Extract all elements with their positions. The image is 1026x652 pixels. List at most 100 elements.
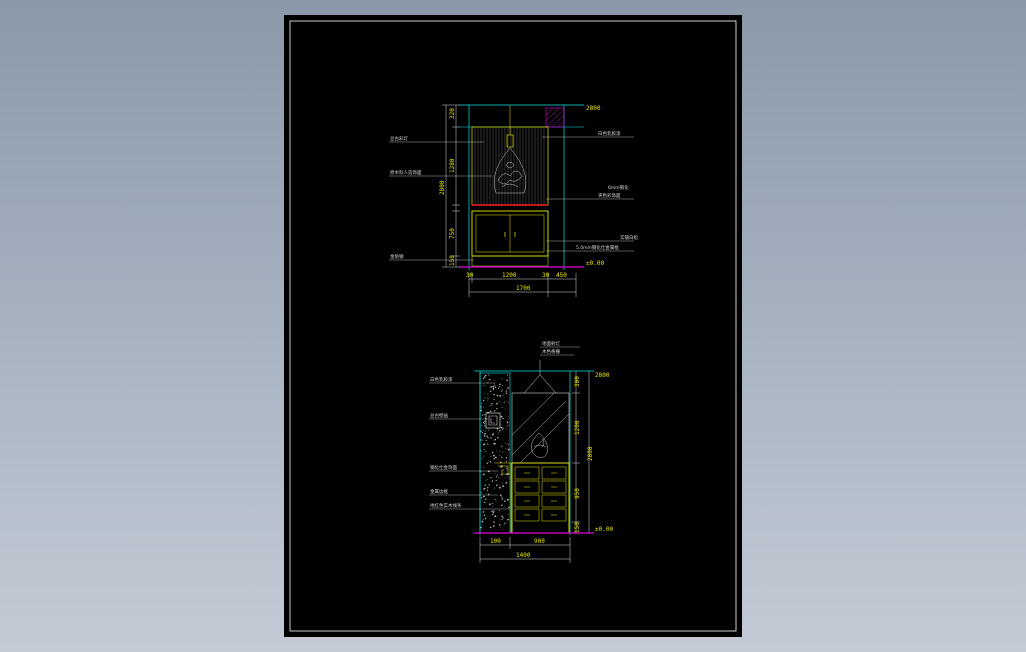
stone-speckle — [499, 484, 501, 486]
stone-speckle — [482, 422, 485, 424]
dim-top-150: 150 — [449, 255, 456, 266]
label-top-paint: 白色乳胶漆 — [598, 130, 621, 137]
stone-speckle — [493, 393, 495, 396]
stone-speckle — [483, 510, 485, 512]
stone-speckle — [486, 435, 488, 437]
stone-speckle — [483, 451, 484, 453]
stone-speckle — [499, 519, 501, 521]
stone-speckle — [505, 460, 507, 463]
stone-speckle — [493, 521, 495, 523]
label-bottom-spot: 地面射灯 — [542, 340, 560, 347]
elevation-top — [389, 104, 634, 297]
drawer — [514, 466, 540, 480]
stone-speckle — [494, 386, 496, 388]
stone-speckle — [508, 415, 509, 417]
label-top-frame: 5.0mm钢化仕金属框 — [576, 244, 619, 251]
stone-speckle — [497, 458, 499, 460]
stone-speckle — [487, 400, 489, 402]
stone-speckle — [499, 429, 501, 432]
stone-speckle — [496, 407, 498, 410]
elevation-bottom — [429, 346, 594, 563]
stone-speckle — [503, 506, 505, 507]
stone-speckle — [484, 484, 487, 487]
stone-speckle — [491, 434, 494, 436]
stone-speckle — [480, 471, 482, 473]
level-top-zero: ±0.00 — [586, 260, 604, 267]
stone-speckle — [482, 495, 485, 498]
stone-speckle — [484, 501, 486, 504]
stone-speckle — [482, 377, 484, 379]
stone-speckle — [483, 414, 485, 416]
drawer — [541, 494, 567, 508]
stone-speckle — [486, 462, 488, 464]
drawer — [514, 508, 540, 522]
stone-speckle — [491, 502, 493, 505]
label-top-finish: 夹色彩饰面 — [598, 192, 621, 199]
label-bottom-glassfinish: 钢化仕金饰面 — [430, 464, 457, 471]
stone-speckle — [485, 450, 487, 452]
stone-speckle — [505, 392, 508, 395]
stone-speckle — [481, 407, 483, 409]
stone-speckle — [501, 407, 503, 409]
stone-speckle — [484, 517, 487, 520]
level-bottom-zero: ±0.00 — [595, 526, 613, 533]
dim-top-2800: 2800 — [439, 180, 446, 195]
stone-speckle — [499, 400, 501, 402]
stone-speckle — [501, 518, 503, 520]
stone-speckle — [481, 424, 483, 427]
stone-speckle — [508, 506, 510, 509]
stone-speckle — [502, 517, 504, 519]
stone-speckle — [493, 443, 495, 445]
stone-speckle — [496, 517, 498, 518]
stone-speckle — [506, 421, 509, 424]
stone-speckle — [505, 522, 507, 524]
stone-speckle — [502, 485, 504, 488]
label-bottom-grille: 木色格栅 — [542, 348, 560, 355]
stone-speckle — [508, 376, 510, 378]
stone-speckle — [493, 457, 495, 460]
stone-speckle — [482, 519, 484, 520]
stone-speckle — [508, 444, 510, 445]
stone-speckle — [490, 455, 492, 457]
stone-speckle — [496, 402, 498, 405]
stone-speckle — [501, 474, 503, 476]
label-bottom-mural: 豆古壁画 — [430, 412, 448, 419]
stone-speckle — [503, 500, 506, 502]
ornament-top — [494, 147, 526, 194]
stone-speckle — [507, 448, 510, 451]
stone-speckle — [485, 385, 487, 387]
stone-speckle — [492, 513, 494, 516]
stone-speckle — [507, 513, 509, 515]
stone-speckle — [498, 476, 500, 478]
stone-speckle — [504, 443, 506, 445]
label-bottom-wood: 地红色实木线条 — [430, 502, 462, 509]
label-top-lamp: 豆古彩灯 — [390, 135, 408, 142]
stone-speckle — [501, 384, 503, 386]
stone-speckle — [500, 390, 502, 392]
stone-speckle — [482, 511, 484, 513]
stone-speckle — [501, 496, 503, 498]
stone-speckle — [503, 523, 506, 525]
stone-speckle — [506, 457, 507, 459]
label-top-veneer: 原木料人造饰面 — [390, 169, 422, 176]
stone-speckle — [498, 524, 501, 526]
stone-speckle — [490, 477, 492, 479]
drawer — [541, 466, 567, 480]
stone-speckle — [501, 429, 503, 431]
dim-bottom-300: 300 — [574, 376, 581, 387]
stone-speckle — [491, 451, 494, 454]
stone-speckle — [508, 477, 510, 479]
stone-speckle — [480, 439, 482, 441]
dim-bottom-950: 950 — [574, 488, 581, 499]
stone-speckle — [494, 515, 497, 518]
stone-speckle — [500, 527, 502, 528]
stone-speckle — [492, 525, 495, 527]
ornament-bottom — [531, 432, 548, 458]
stone-speckle — [495, 479, 497, 482]
stone-speckle — [507, 374, 509, 376]
dim-bottom-total: 1400 — [516, 552, 531, 559]
stone-speckle — [481, 520, 484, 523]
stone-speckle — [494, 462, 496, 463]
label-bottom-paint: 白色乳胶漆 — [430, 376, 453, 383]
stone-speckle — [501, 445, 503, 447]
